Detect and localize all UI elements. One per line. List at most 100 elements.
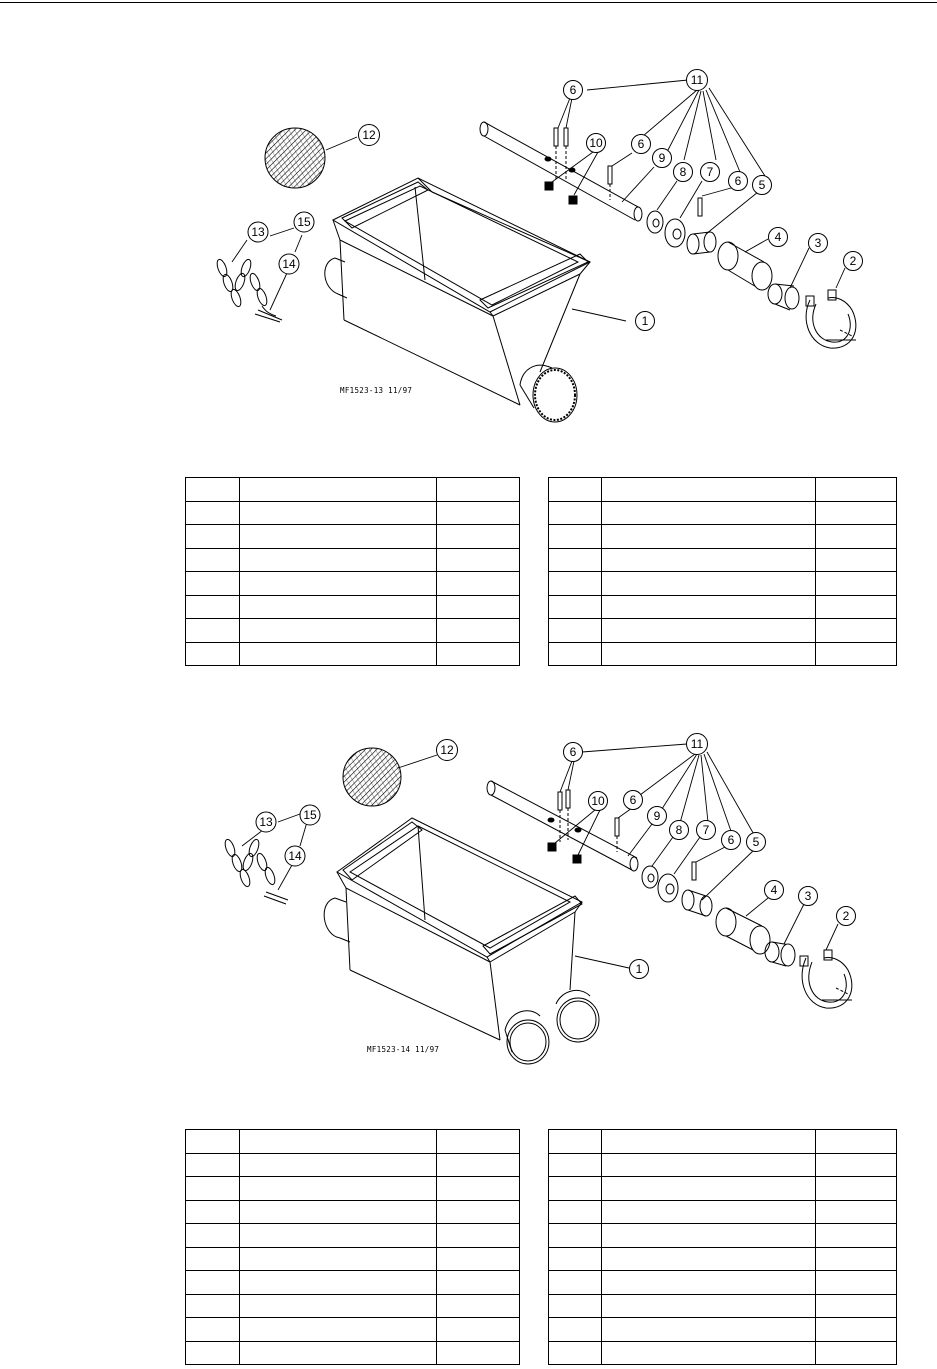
parts-table-2-left	[185, 1129, 520, 1365]
clamp-part-2	[805, 289, 857, 349]
table-cell	[239, 1340, 437, 1365]
table-cell	[601, 1176, 816, 1201]
callout-6c: 6	[735, 174, 742, 188]
table-cell	[185, 594, 240, 619]
table-row	[548, 477, 897, 502]
table-row	[548, 1176, 897, 1201]
table-cell	[548, 1270, 602, 1295]
bearing-part-7	[657, 873, 679, 903]
shaft	[486, 780, 639, 872]
table-cell	[548, 547, 602, 572]
nut-part-10	[547, 842, 557, 852]
callout-12: 12	[440, 743, 454, 757]
table-cell	[185, 1199, 240, 1224]
table-row	[548, 641, 897, 666]
table-cell	[185, 1270, 240, 1295]
table-cell	[601, 547, 816, 572]
table-cell	[601, 641, 816, 666]
table-cell	[436, 1246, 520, 1271]
table-cell	[185, 500, 240, 525]
table-cell	[815, 594, 897, 619]
table-cell	[436, 1340, 520, 1365]
table-cell	[436, 1199, 520, 1224]
table-cell	[548, 477, 602, 502]
table-cell	[815, 524, 897, 549]
table-cell	[239, 594, 437, 619]
table-cell	[601, 571, 816, 596]
clamp-part-2	[799, 949, 853, 1009]
table-cell	[436, 571, 520, 596]
wire-part-14	[254, 305, 283, 323]
table-row	[548, 618, 897, 643]
collar-part-5	[681, 889, 713, 917]
table-cell	[239, 547, 437, 572]
table-cell	[601, 1293, 816, 1318]
table-row	[185, 1129, 520, 1154]
table-cell	[436, 1270, 520, 1295]
table-row	[185, 547, 520, 572]
callout-13: 13	[259, 815, 273, 829]
table-row	[548, 1129, 897, 1154]
table-row	[548, 500, 897, 525]
callout-1: 1	[636, 962, 643, 976]
callout-7: 7	[703, 823, 710, 837]
table-row	[548, 1317, 897, 1342]
callout-6c: 6	[728, 833, 735, 847]
callout-4: 4	[771, 883, 778, 897]
table-cell	[815, 1293, 897, 1318]
shaft	[479, 121, 643, 222]
callout-12: 12	[362, 128, 376, 142]
table-cell	[601, 1152, 816, 1177]
callout-4: 4	[775, 230, 782, 244]
table-cell	[548, 524, 602, 549]
table-cell	[815, 1270, 897, 1295]
table-cell	[239, 1129, 437, 1154]
table-cell	[815, 641, 897, 666]
table-row	[548, 547, 897, 572]
table-cell	[185, 571, 240, 596]
parts-table-1-right	[548, 477, 897, 666]
callout-15: 15	[297, 215, 311, 229]
table-cell	[185, 477, 240, 502]
table-cell	[601, 1129, 816, 1154]
washer-part-8	[641, 865, 659, 889]
cap-part-3	[764, 941, 796, 967]
hopper-part-1	[323, 817, 600, 1065]
table-cell	[436, 477, 520, 502]
table-cell	[601, 524, 816, 549]
table-cell	[436, 500, 520, 525]
table-cell	[239, 1293, 437, 1318]
figure-1	[216, 69, 863, 423]
wire-part-14	[263, 891, 289, 905]
table-cell	[436, 1223, 520, 1248]
figure-1-callout-numbers: 6 11 10 6 9 8 7 6 5 4 3 2 1 12 13 15 14 …	[251, 73, 856, 395]
table-row	[548, 571, 897, 596]
roll-pins-part-6	[547, 789, 697, 881]
table-cell	[185, 1223, 240, 1248]
table-cell	[601, 1246, 816, 1271]
table-cell	[601, 1340, 816, 1365]
table-cell	[815, 1176, 897, 1201]
table-row	[185, 641, 520, 666]
bearing-part-7	[664, 218, 686, 248]
table-row	[548, 1340, 897, 1365]
table-cell	[185, 1152, 240, 1177]
table-cell	[436, 594, 520, 619]
callout-3: 3	[815, 236, 822, 250]
table-body	[548, 477, 897, 666]
table-row	[548, 1199, 897, 1224]
table-cell	[239, 524, 437, 549]
figure-1-label: MF1523-13 11/97	[340, 386, 412, 395]
table-cell	[548, 1317, 602, 1342]
figure-2	[224, 733, 856, 1065]
table-cell	[185, 1246, 240, 1271]
table-cell	[815, 500, 897, 525]
table-cell	[185, 1293, 240, 1318]
table-row	[548, 1223, 897, 1248]
table-cell	[815, 618, 897, 643]
table-cell	[436, 1317, 520, 1342]
table-row	[185, 1223, 520, 1248]
table-cell	[815, 477, 897, 502]
callout-14: 14	[282, 257, 296, 271]
